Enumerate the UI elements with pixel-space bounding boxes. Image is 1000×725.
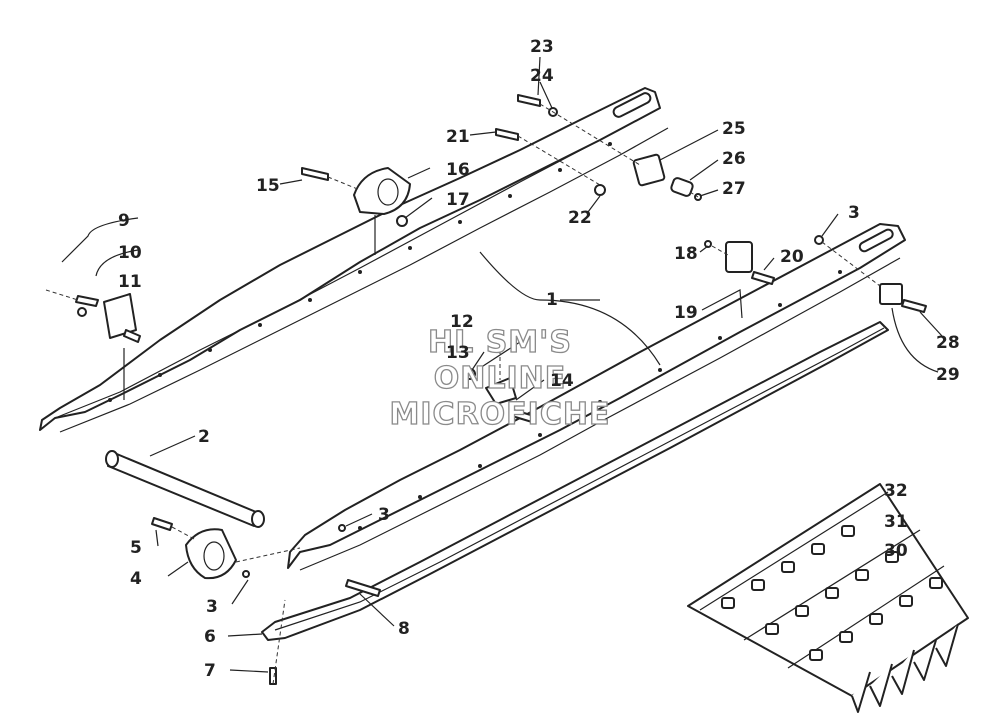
bracket-11	[103, 293, 137, 339]
callout-26: 26	[722, 149, 746, 169]
callout-8: 8	[398, 619, 410, 639]
callout-20: 20	[780, 247, 804, 267]
cross-shaft	[105, 450, 265, 528]
callout-12: 12	[450, 312, 474, 332]
callout-7: 7	[204, 661, 216, 681]
assembly-lines	[45, 103, 881, 685]
track-section	[687, 483, 969, 713]
callout-15: 15	[256, 176, 280, 196]
callout-labels: 1 2 3 3 3 4 5 6 7 8 9 10 11 12 13 14 15 …	[118, 37, 960, 681]
callout-29: 29	[936, 365, 960, 385]
hardware	[75, 94, 927, 685]
callout-23: 23	[530, 37, 554, 57]
watermark-line-3: MICROFICHE	[390, 397, 611, 432]
wear-strip	[261, 321, 889, 641]
watermark: HL SM'S ONLINE MICROFICHE	[389, 324, 611, 432]
callout-16: 16	[446, 160, 470, 180]
callout-11: 11	[118, 272, 142, 292]
callout-5: 5	[130, 538, 142, 558]
callout-18: 18	[674, 244, 698, 264]
idler-wheel-upper	[353, 167, 411, 215]
right-slide-rail	[287, 223, 906, 571]
callout-32: 32	[884, 481, 908, 501]
callout-28: 28	[936, 333, 960, 353]
callout-3-lower: 3	[206, 597, 218, 617]
callout-22: 22	[568, 208, 592, 228]
callout-2: 2	[198, 427, 210, 447]
callout-3-middle: 3	[378, 505, 390, 525]
callout-17: 17	[446, 190, 470, 210]
spacer-26	[670, 177, 694, 197]
callout-25: 25	[722, 119, 746, 139]
callout-21: 21	[446, 127, 470, 147]
callout-10: 10	[118, 243, 142, 263]
callout-14: 14	[550, 371, 574, 391]
callout-30: 30	[884, 541, 908, 561]
bumper-block-19	[725, 241, 753, 273]
callout-24: 24	[530, 66, 554, 86]
idler-wheel	[185, 528, 237, 580]
callout-27: 27	[722, 179, 746, 199]
bracket-29	[879, 283, 903, 305]
watermark-line-2: ONLINE	[434, 361, 567, 396]
callout-9: 9	[118, 211, 130, 231]
callout-1: 1	[546, 290, 558, 310]
bracket-14	[485, 377, 517, 405]
callout-31: 31	[884, 512, 908, 532]
callout-6: 6	[204, 627, 216, 647]
bumper-block-25	[632, 153, 666, 187]
callout-19: 19	[674, 303, 698, 323]
callout-13: 13	[446, 343, 470, 363]
callout-4: 4	[130, 569, 142, 589]
left-slide-rail	[39, 87, 669, 433]
leader-lines	[61, 56, 943, 673]
callout-3-top: 3	[848, 203, 860, 223]
watermark-line-1: HL SM'S	[428, 325, 572, 360]
